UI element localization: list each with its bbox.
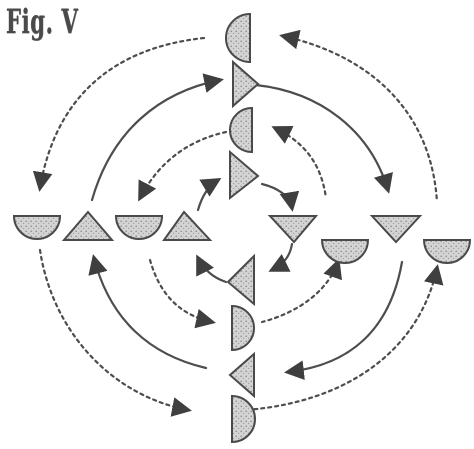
half-disc-shape-lower-mid	[231, 304, 255, 352]
triangle-shape-center-upper	[229, 149, 260, 201]
arrow-inner-bottom-left	[148, 258, 216, 329]
triangle-shape-center-lower	[226, 253, 255, 307]
arrow-outer-top-right	[279, 29, 439, 204]
triangle-shape-row-7	[369, 215, 423, 244]
half-disc-shape-top	[225, 12, 251, 64]
triangle-shape-row-5	[267, 215, 319, 244]
triangle-shape-upper	[232, 59, 260, 109]
arrow-mid-top-right	[254, 83, 393, 194]
arrow-inner-bottom-right	[260, 258, 342, 324]
triangle-shape-row-4	[162, 210, 213, 241]
arrow-center-bottom-right	[268, 242, 294, 272]
arrow-mid-top-left	[90, 73, 224, 202]
arrow-center-bottom-left	[196, 254, 228, 284]
arrow-outer-bottom-left	[38, 248, 192, 417]
triangle-shape-lower	[228, 351, 255, 399]
half-disc-shape-upper-mid	[229, 106, 253, 154]
arrow-mid-bottom-right	[284, 260, 404, 381]
arrow-inner-top-left	[138, 130, 228, 202]
half-disc-shape-row-1	[12, 215, 62, 240]
arrow-outer-bottom-right	[244, 264, 444, 412]
half-disc-shape-bottom	[231, 394, 256, 444]
arrow-center-top-left	[196, 177, 222, 212]
arrow-inner-top-right	[271, 126, 328, 200]
arrow-mid-bottom-left	[88, 254, 208, 370]
figure-label: Fig. V	[6, 2, 79, 42]
half-disc-shape-row-6	[320, 239, 370, 264]
half-disc-shape-row-8	[422, 239, 472, 264]
half-disc-shape-row-3	[114, 215, 164, 240]
triangle-shape-row-2	[61, 210, 115, 241]
arrow-center-top-right	[260, 182, 300, 212]
arrow-outer-top-left	[32, 36, 206, 192]
